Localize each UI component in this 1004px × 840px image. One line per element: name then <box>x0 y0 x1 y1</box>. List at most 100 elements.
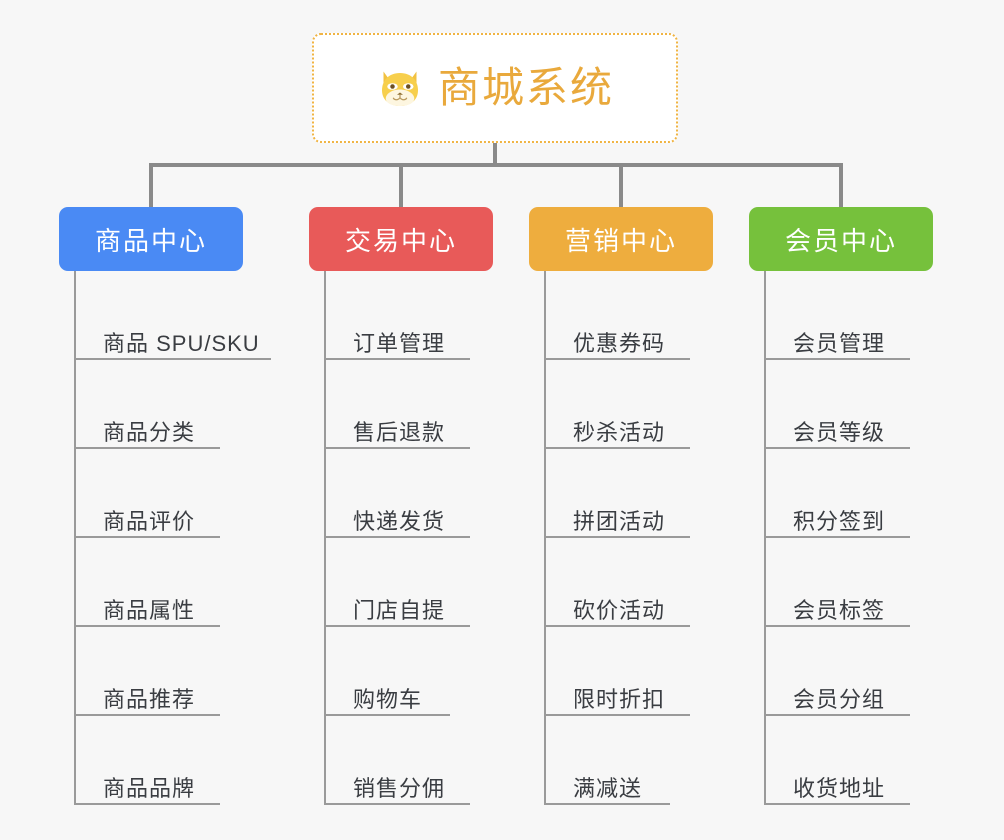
leaf-underline <box>764 536 910 538</box>
leaf-item[interactable]: 收货地址 <box>749 716 979 805</box>
leaf-underline <box>544 803 670 805</box>
leaf-label: 积分签到 <box>793 508 886 534</box>
category-header-product-center[interactable]: 商品中心 <box>59 207 243 271</box>
leaf-item[interactable]: 快递发货 <box>309 449 539 538</box>
root-title: 商城系统 <box>437 64 614 111</box>
leaf-label: 秒杀活动 <box>573 419 666 445</box>
leaf-label: 商品属性 <box>103 597 196 623</box>
leaf-item[interactable]: 满减送 <box>529 716 759 805</box>
leaf-underline <box>74 358 271 360</box>
leaf-item[interactable]: 商品 SPU/SKU <box>59 271 289 360</box>
leaf-label: 商品推荐 <box>103 686 196 712</box>
column-spine <box>764 271 766 805</box>
leaf-item[interactable]: 会员标签 <box>749 538 979 627</box>
leaf-underline <box>324 447 470 449</box>
leaf-label: 快递发货 <box>353 508 446 534</box>
leaf-item[interactable]: 商品分类 <box>59 360 289 449</box>
leaf-item[interactable]: 商品推荐 <box>59 627 289 716</box>
leaf-label: 限时折扣 <box>573 686 666 712</box>
leaf-label: 会员标签 <box>793 597 886 623</box>
leaf-underline <box>74 714 220 716</box>
connector-drop-product-center <box>149 163 153 209</box>
connector-root-stem <box>493 143 497 165</box>
connector-drop-trade-center <box>399 163 403 209</box>
leaf-item[interactable]: 优惠券码 <box>529 271 759 360</box>
column-spine <box>74 271 76 805</box>
category-column-product-center: 商品中心 商品 SPU/SKU 商品分类 商品评价 商品属性 商品推荐 <box>59 207 289 805</box>
category-title: 营销中心 <box>564 225 677 256</box>
category-header-member-center[interactable]: 会员中心 <box>749 207 933 271</box>
leaf-label: 会员等级 <box>793 419 886 445</box>
leaf-underline <box>324 536 470 538</box>
category-column-marketing-center: 营销中心 优惠券码 秒杀活动 拼团活动 砍价活动 限时折扣 <box>529 207 759 805</box>
column-spine <box>324 271 326 805</box>
leaf-underline <box>544 536 690 538</box>
connector-drop-marketing-center <box>619 163 623 209</box>
leaf-list-product-center: 商品 SPU/SKU 商品分类 商品评价 商品属性 商品推荐 商品品牌 <box>59 271 289 805</box>
leaf-label: 售后退款 <box>353 419 446 445</box>
leaf-underline <box>74 536 220 538</box>
category-header-marketing-center[interactable]: 营销中心 <box>529 207 713 271</box>
leaf-item[interactable]: 限时折扣 <box>529 627 759 716</box>
leaf-label: 会员管理 <box>793 330 886 356</box>
leaf-underline <box>544 358 690 360</box>
leaf-item[interactable]: 订单管理 <box>309 271 539 360</box>
leaf-item[interactable]: 积分签到 <box>749 449 979 538</box>
leaf-item[interactable]: 商品评价 <box>59 449 289 538</box>
connector-horizontal-bus <box>149 163 841 167</box>
leaf-label: 拼团活动 <box>573 508 666 534</box>
leaf-label: 优惠券码 <box>573 330 666 356</box>
category-header-trade-center[interactable]: 交易中心 <box>309 207 493 271</box>
leaf-label: 购物车 <box>353 686 423 712</box>
leaf-item[interactable]: 会员等级 <box>749 360 979 449</box>
leaf-underline <box>544 447 690 449</box>
leaf-label: 会员分组 <box>793 686 886 712</box>
leaf-underline <box>74 803 220 805</box>
leaf-label: 砍价活动 <box>573 597 666 623</box>
category-title: 会员中心 <box>784 225 897 256</box>
category-title: 交易中心 <box>344 225 457 256</box>
leaf-label: 商品品牌 <box>103 775 196 801</box>
leaf-underline <box>764 447 910 449</box>
leaf-underline <box>324 803 470 805</box>
column-spine <box>544 271 546 805</box>
leaf-label: 订单管理 <box>353 330 446 356</box>
leaf-underline <box>324 358 470 360</box>
leaf-item[interactable]: 购物车 <box>309 627 539 716</box>
leaf-item[interactable]: 商品属性 <box>59 538 289 627</box>
leaf-underline <box>764 803 910 805</box>
leaf-underline <box>324 714 450 716</box>
category-title: 商品中心 <box>94 225 207 256</box>
leaf-item[interactable]: 秒杀活动 <box>529 360 759 449</box>
leaf-label: 收货地址 <box>793 775 886 801</box>
leaf-item[interactable]: 商品品牌 <box>59 716 289 805</box>
category-column-trade-center: 交易中心 订单管理 售后退款 快递发货 门店自提 购物车 <box>309 207 539 805</box>
leaf-list-trade-center: 订单管理 售后退款 快递发货 门店自提 购物车 销售分佣 <box>309 271 539 805</box>
leaf-underline <box>324 625 470 627</box>
leaf-underline <box>544 625 690 627</box>
category-column-member-center: 会员中心 会员管理 会员等级 积分签到 会员标签 会员分组 <box>749 207 979 805</box>
leaf-underline <box>544 714 690 716</box>
leaf-list-member-center: 会员管理 会员等级 积分签到 会员标签 会员分组 收货地址 <box>749 271 979 805</box>
leaf-label: 商品评价 <box>103 508 196 534</box>
leaf-underline <box>74 447 220 449</box>
connector-drop-member-center <box>839 163 843 209</box>
leaf-label: 门店自提 <box>353 597 446 623</box>
leaf-label: 满减送 <box>573 775 643 801</box>
leaf-item[interactable]: 拼团活动 <box>529 449 759 538</box>
leaf-label: 商品分类 <box>103 419 196 445</box>
leaf-item[interactable]: 砍价活动 <box>529 538 759 627</box>
leaf-item[interactable]: 门店自提 <box>309 538 539 627</box>
leaf-underline <box>74 625 220 627</box>
leaf-item[interactable]: 会员分组 <box>749 627 979 716</box>
root-node[interactable]: 商城系统 <box>312 33 678 143</box>
leaf-item[interactable]: 会员管理 <box>749 271 979 360</box>
leaf-item[interactable]: 售后退款 <box>309 360 539 449</box>
leaf-underline <box>764 358 910 360</box>
leaf-label: 销售分佣 <box>353 775 446 801</box>
leaf-label: 商品 SPU/SKU <box>103 330 260 356</box>
leaf-underline <box>764 714 910 716</box>
leaf-item[interactable]: 销售分佣 <box>309 716 539 805</box>
leaf-underline <box>764 625 910 627</box>
